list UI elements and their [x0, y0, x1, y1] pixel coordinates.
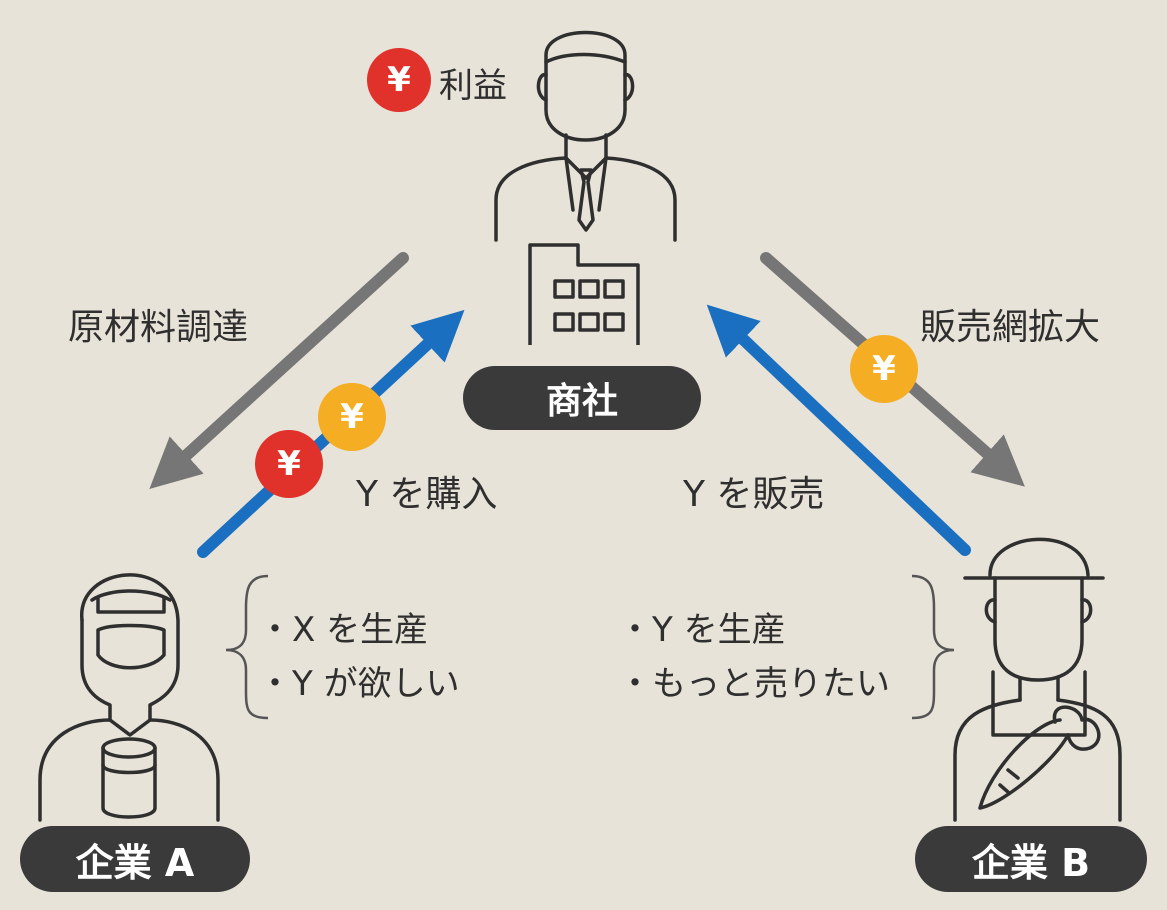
- sell-label: Y を販売: [683, 474, 825, 515]
- purchase-profit-coin: ¥: [255, 430, 323, 498]
- trading-company-label: 商社: [463, 366, 701, 430]
- factory-worker-icon: [38, 573, 220, 822]
- company-b-label: 企業 B: [915, 826, 1147, 892]
- profit-coin: ¥: [367, 48, 431, 112]
- company-a-label: 企業 A: [20, 826, 250, 892]
- company-b-brace: [911, 574, 955, 720]
- farmer-icon: [953, 537, 1122, 822]
- expansion-payment-coin: ¥: [850, 335, 918, 403]
- sell-arrow: [706, 304, 971, 556]
- businessman-icon: [494, 30, 677, 242]
- purchase-payment-coin: ¥: [318, 383, 386, 451]
- company-b-need: ・Y を生産: [618, 610, 786, 650]
- company-a-need: ・X を生産: [258, 610, 429, 650]
- purchase-arrow: [197, 309, 465, 558]
- procurement-label: 原材料調達: [68, 307, 249, 348]
- profit-label: 利益: [439, 66, 507, 106]
- office-building-icon: [528, 243, 640, 345]
- company-a-brace: [225, 574, 269, 720]
- procurement-arrow: [149, 252, 409, 489]
- company-b-need: ・もっと売りたい: [618, 664, 890, 704]
- expansion-label: 販売網拡大: [920, 307, 1101, 348]
- purchase-label: Y を購入: [356, 474, 498, 515]
- company-a-need: ・Y が欲しい: [258, 664, 460, 704]
